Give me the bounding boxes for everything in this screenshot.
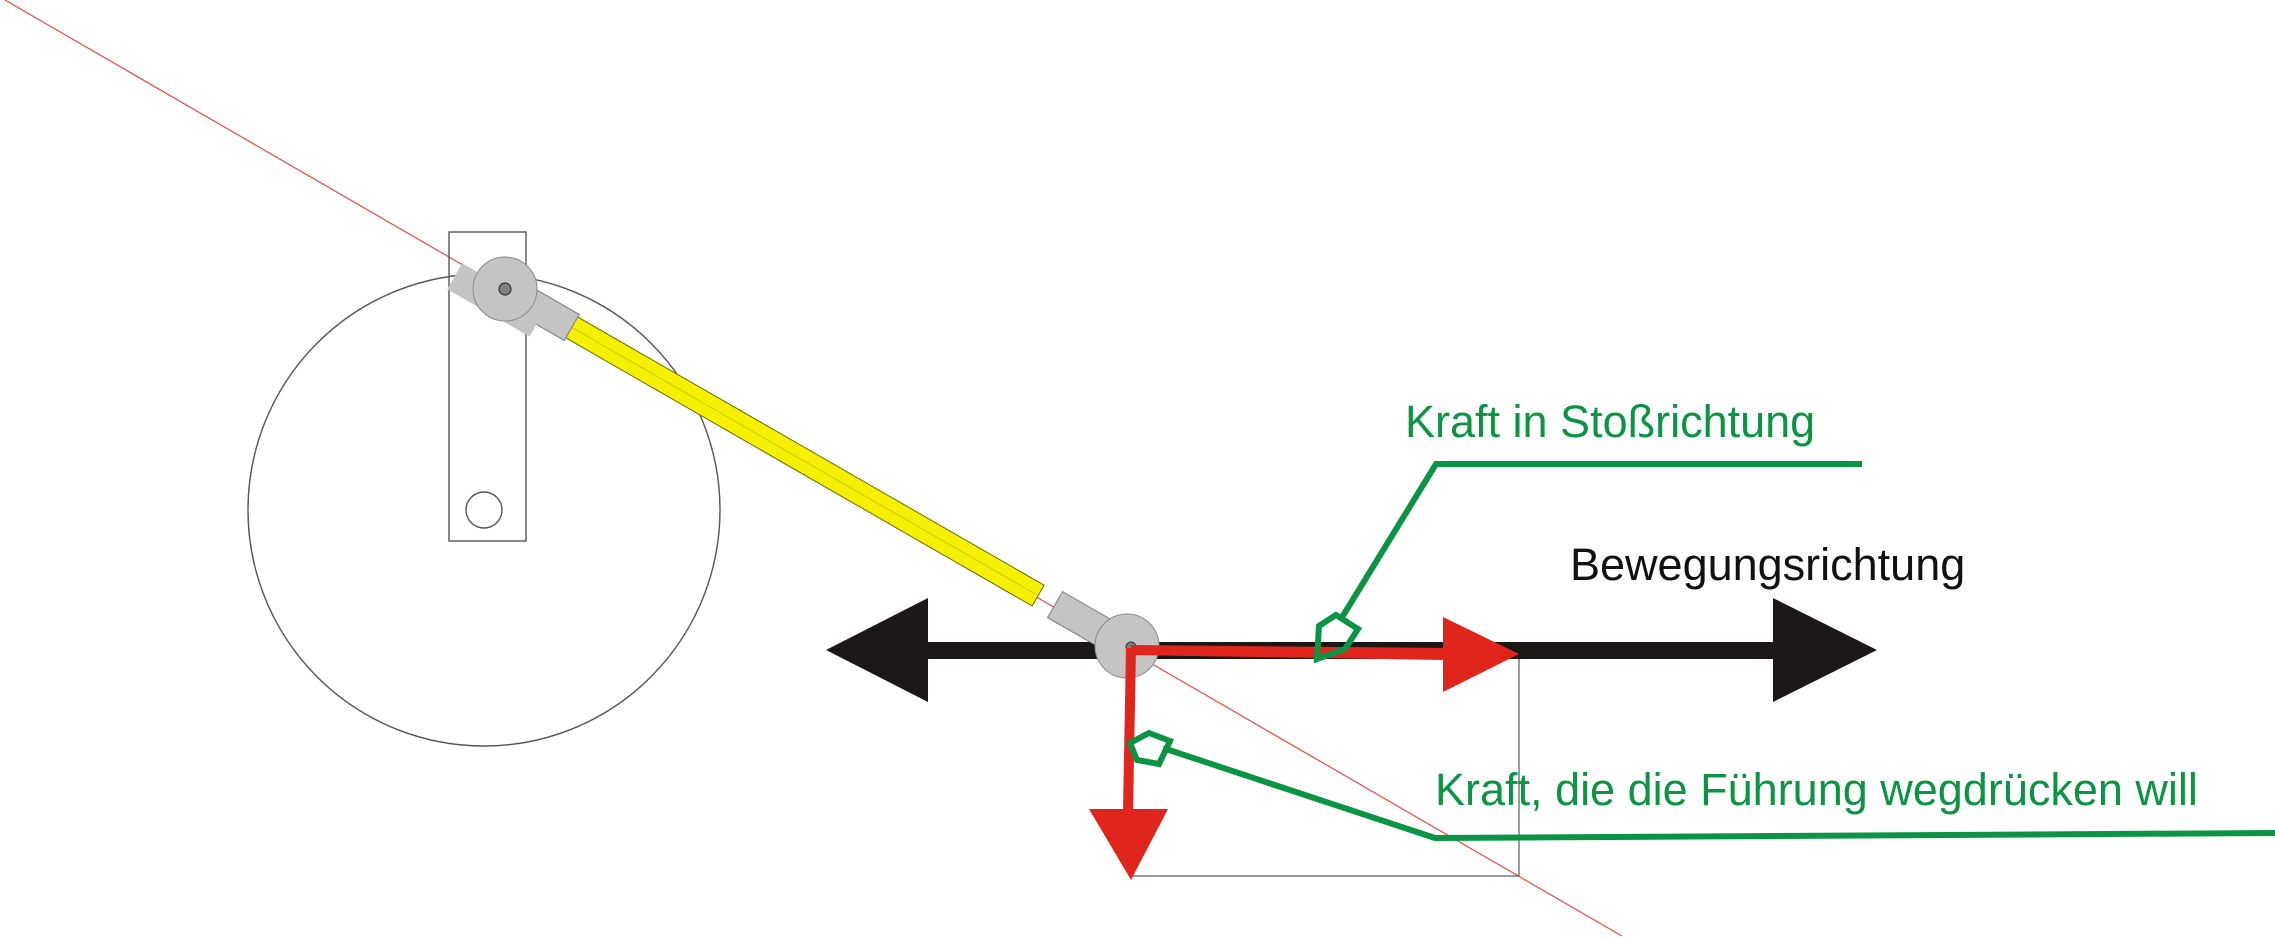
force-push-leader [1313, 461, 1862, 664]
force-guide-arrow [1089, 648, 1168, 880]
upper-rod-end [447, 256, 580, 342]
crank-wheel [247, 273, 721, 747]
crank-arm [448, 231, 527, 542]
force-guide-leader [1126, 729, 2275, 842]
crank-pin [498, 282, 512, 296]
label-movement-direction: Bewegungsrichtung [1570, 539, 1965, 590]
connecting-rod [525, 293, 1045, 607]
label-force-guide: Kraft, die die Führung wegdrücken will [1435, 764, 2198, 815]
crank-arm-hole [465, 491, 503, 529]
lower-rod-end [1046, 590, 1160, 679]
force-push-arrow [1131, 617, 1519, 692]
label-force-push: Kraft in Stoßrichtung [1405, 396, 1815, 447]
